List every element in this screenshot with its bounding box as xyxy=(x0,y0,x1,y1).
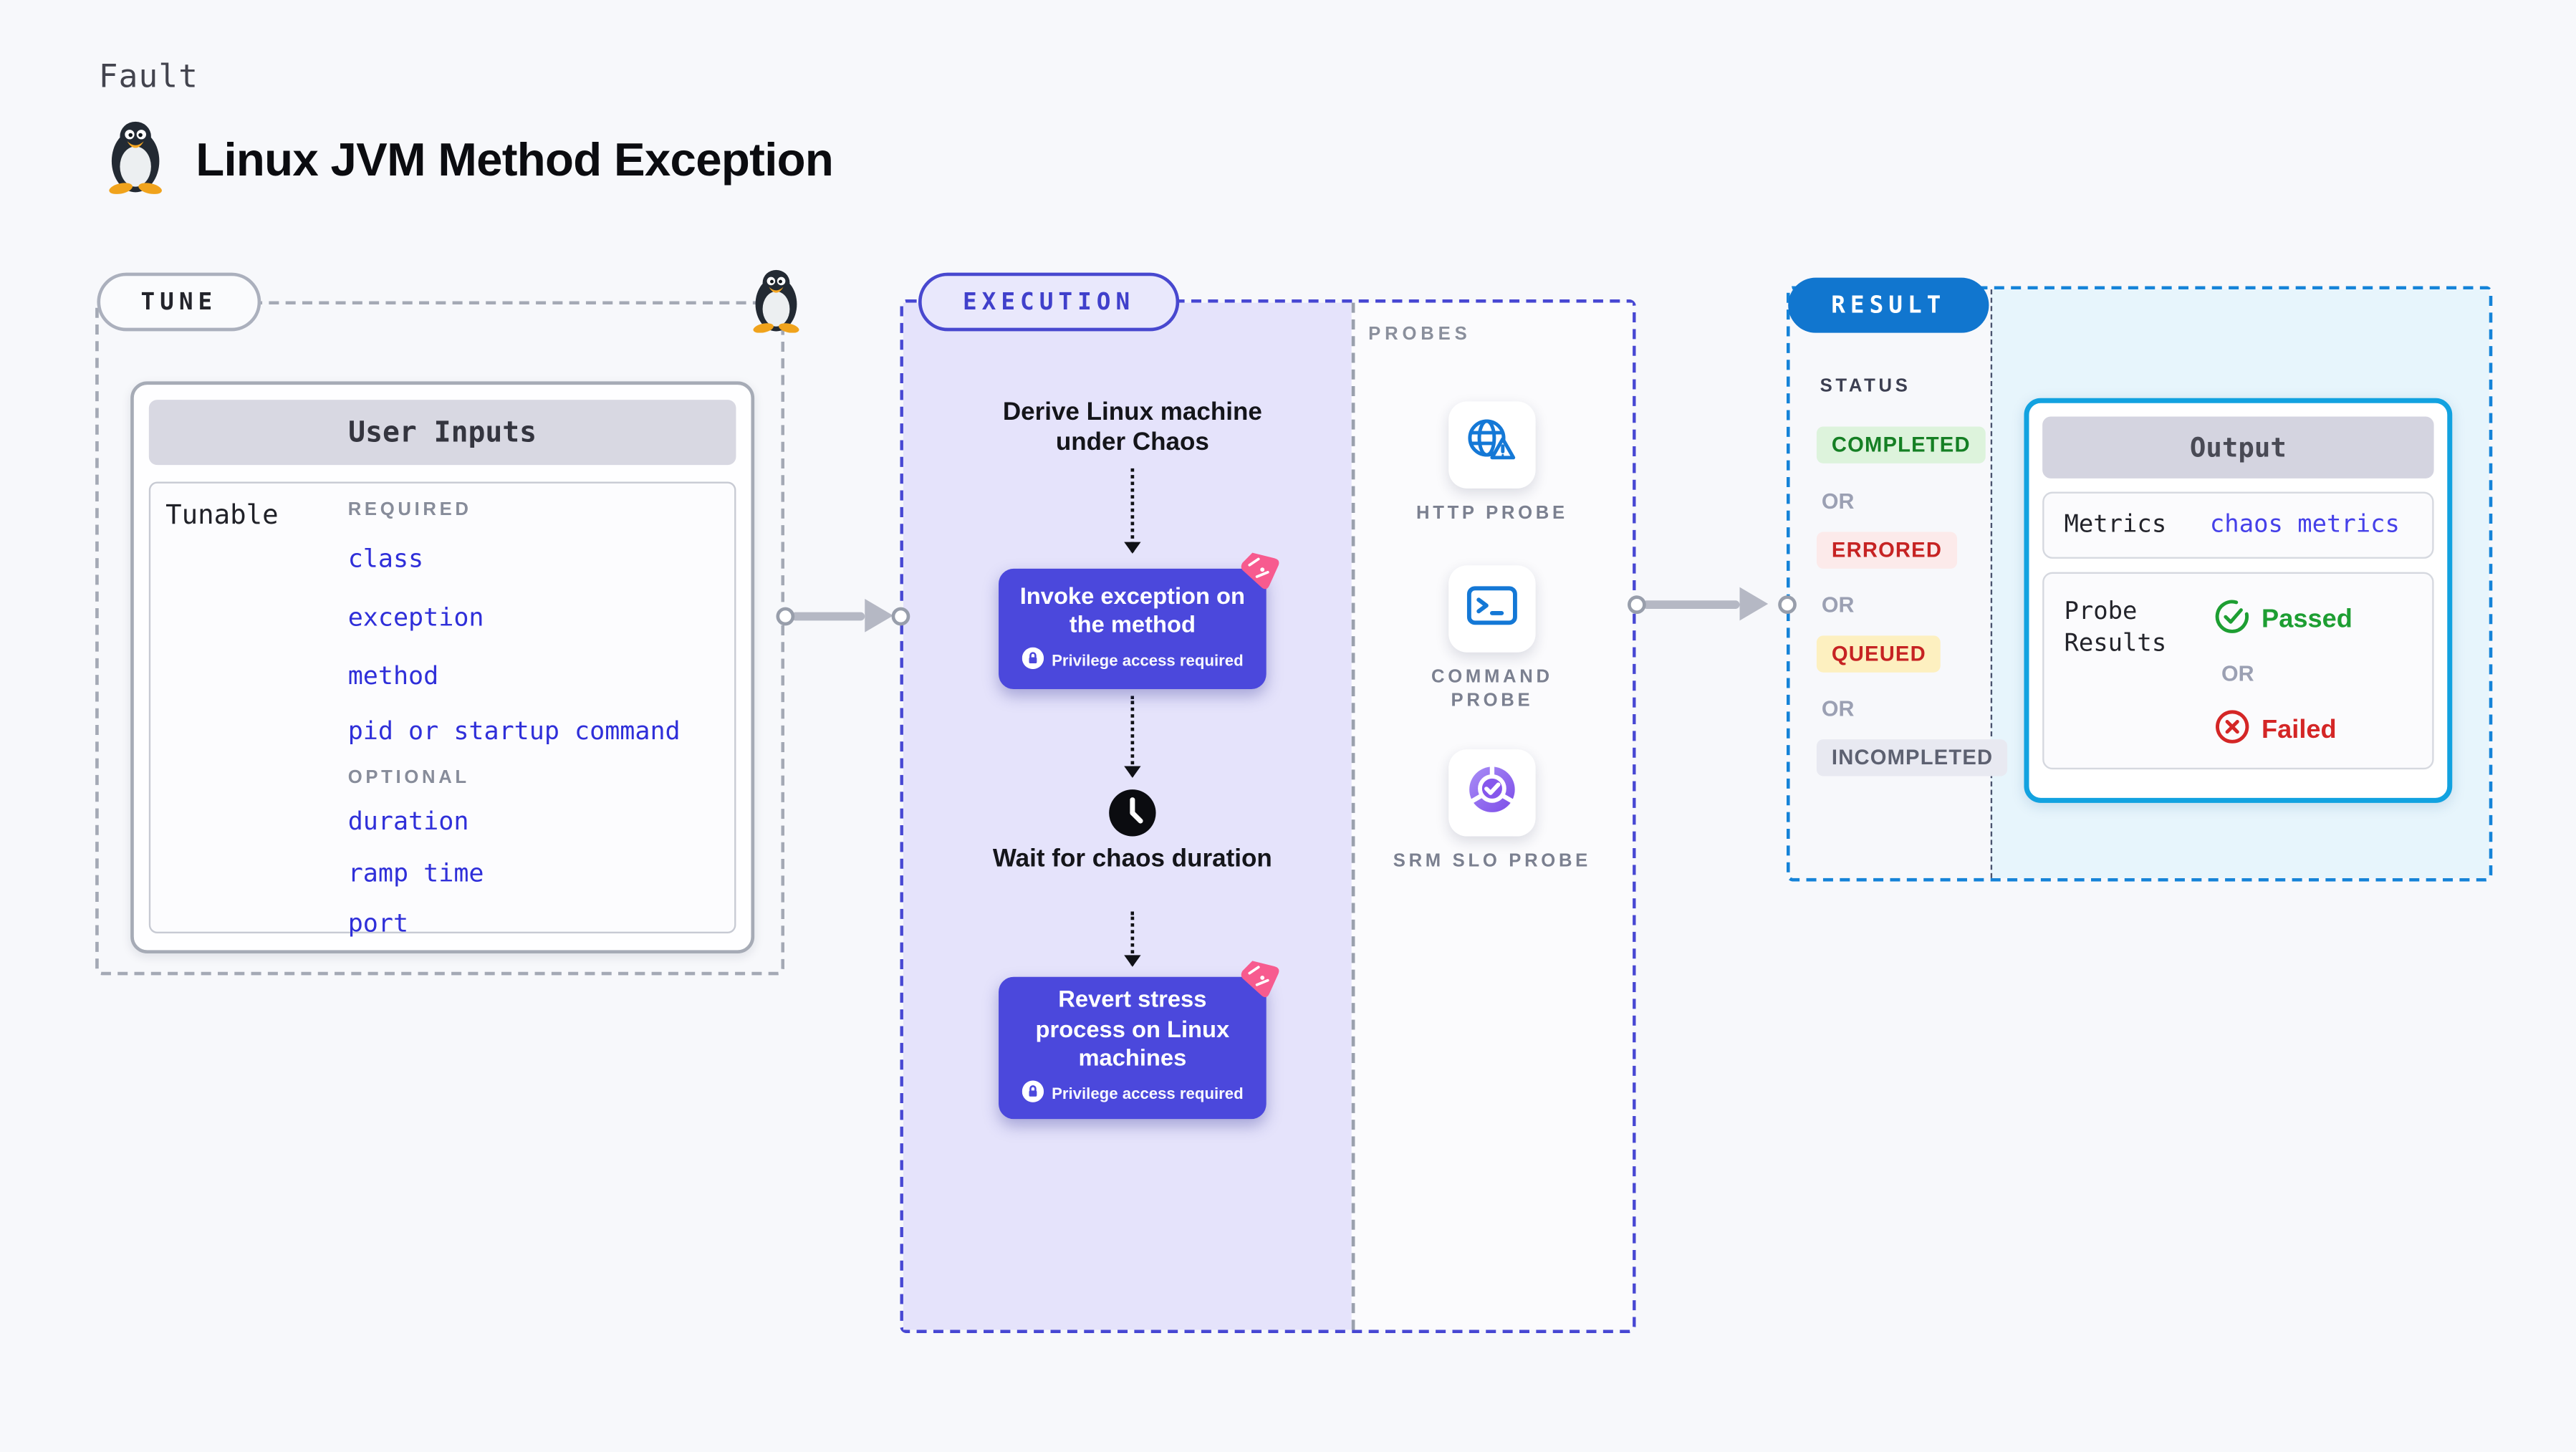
invoke-exception-step: Invoke exception on the method Privilege… xyxy=(999,552,1279,690)
optional-label: OPTIONAL xyxy=(347,767,470,788)
arrow-line xyxy=(791,611,865,620)
revert-stress-step: Revert stress process on Linux machines … xyxy=(999,961,1279,1120)
metrics-label: Metrics xyxy=(2064,511,2167,539)
connector-node xyxy=(775,606,794,625)
tunable-pid-or-startup-command: pid or startup command xyxy=(347,716,681,746)
failed-label: Failed xyxy=(2262,716,2337,745)
result-pill: RESULT xyxy=(1788,277,1989,333)
clock-icon xyxy=(1107,788,1158,847)
user-inputs-card: User Inputs Tunable REQUIRED class excep… xyxy=(130,381,755,954)
command-probe-label: COMMAND PROBE xyxy=(1431,667,1553,711)
srm-slo-probe-label: SRM SLO PROBE xyxy=(1393,851,1592,872)
arrow-line xyxy=(1643,600,1740,608)
status-badge-incompleted: INCOMPLETED xyxy=(1816,739,2009,777)
status-badge-queued: QUEUED xyxy=(1816,635,1941,673)
privilege-note: Privilege access required xyxy=(1052,1086,1244,1105)
connector-node xyxy=(1626,595,1645,613)
privilege-note: Privilege access required xyxy=(1052,652,1244,671)
status-badge-errored: ERRORED xyxy=(1816,532,1958,569)
fault-kicker: Fault xyxy=(98,58,199,96)
tune-pill: TUNE xyxy=(97,272,261,332)
globe-alert-icon xyxy=(1464,415,1520,474)
failed-result: Failed xyxy=(2215,709,2337,753)
probe-results-row: Probe Results Passed OR F xyxy=(2042,572,2434,770)
chaos-metrics-link: chaos metrics xyxy=(2209,511,2400,539)
dotted-connector-icon xyxy=(1124,696,1141,778)
x-circle-icon xyxy=(2215,709,2250,753)
dotted-connector-icon xyxy=(1124,911,1141,967)
lock-icon xyxy=(1022,1080,1044,1110)
terminal-icon xyxy=(1466,581,1519,636)
derive-step-text: Derive Linux machine under Chaos xyxy=(1002,398,1262,457)
user-inputs-table: Tunable REQUIRED class exception method … xyxy=(148,481,736,938)
required-label: REQUIRED xyxy=(347,500,472,521)
chaos-experiment-badge-icon xyxy=(1239,550,1281,592)
result-separator-line xyxy=(1990,289,1993,878)
arrow-head-icon xyxy=(1739,587,1769,621)
check-circle-icon xyxy=(2215,599,2250,643)
dotted-connector-icon xyxy=(1124,468,1141,554)
or-label: OR xyxy=(1821,696,1855,721)
or-label: OR xyxy=(2221,660,2254,686)
linux-tux-icon xyxy=(100,117,170,202)
page-title: Linux JVM Method Exception xyxy=(196,133,834,186)
http-probe-label: HTTP PROBE xyxy=(1416,503,1568,524)
tunable-duration: duration xyxy=(347,806,469,837)
connector-node xyxy=(1777,595,1796,613)
tunable-exception: exception xyxy=(347,602,484,633)
chaos-experiment-badge-icon xyxy=(1239,958,1281,1000)
tunable-ramp-time: ramp time xyxy=(347,857,484,888)
tunable-port: port xyxy=(347,908,409,938)
tunable-method: method xyxy=(347,660,439,691)
status-heading: STATUS xyxy=(1820,376,1911,397)
revert-step-title: Revert stress process on Linux machines xyxy=(1035,985,1230,1072)
probe-results-label: Probe Results xyxy=(2064,598,2167,658)
invoke-step-title: Invoke exception on the method xyxy=(1019,581,1246,638)
privilege-row: Privilege access required xyxy=(1022,1080,1244,1110)
or-label: OR xyxy=(1821,488,1855,514)
tunable-row-label: Tunable xyxy=(165,498,279,531)
slo-pie-icon xyxy=(1464,760,1520,825)
metrics-row: Metrics chaos metrics xyxy=(2042,491,2434,559)
privilege-row: Privilege access required xyxy=(1022,646,1244,677)
output-card: Output Metrics chaos metrics Probe Resul… xyxy=(2024,398,2453,803)
passed-result: Passed xyxy=(2215,599,2352,643)
or-label: OR xyxy=(1821,592,1855,617)
execution-pill: EXECUTION xyxy=(918,272,1180,332)
title-row: Linux JVM Method Exception xyxy=(100,117,834,202)
probes-heading: PROBES xyxy=(1368,324,1471,345)
command-probe-card xyxy=(1448,565,1536,653)
linux-tux-corner-icon xyxy=(746,266,806,341)
output-header: Output xyxy=(2042,416,2434,479)
wait-step-text: Wait for chaos duration xyxy=(992,845,1272,873)
tunable-fields: REQUIRED class exception method pid or s… xyxy=(348,500,681,938)
http-probe-card xyxy=(1448,401,1536,489)
srm-slo-probe-card xyxy=(1448,749,1536,837)
passed-label: Passed xyxy=(2262,605,2352,635)
lock-icon xyxy=(1022,646,1044,677)
status-badge-completed: COMPLETED xyxy=(1816,426,1986,463)
arrow-head-icon xyxy=(865,598,893,633)
user-inputs-header: User Inputs xyxy=(148,400,736,466)
tunable-class: class xyxy=(347,543,424,574)
connector-node xyxy=(890,606,910,625)
tune-section-box xyxy=(95,301,785,976)
